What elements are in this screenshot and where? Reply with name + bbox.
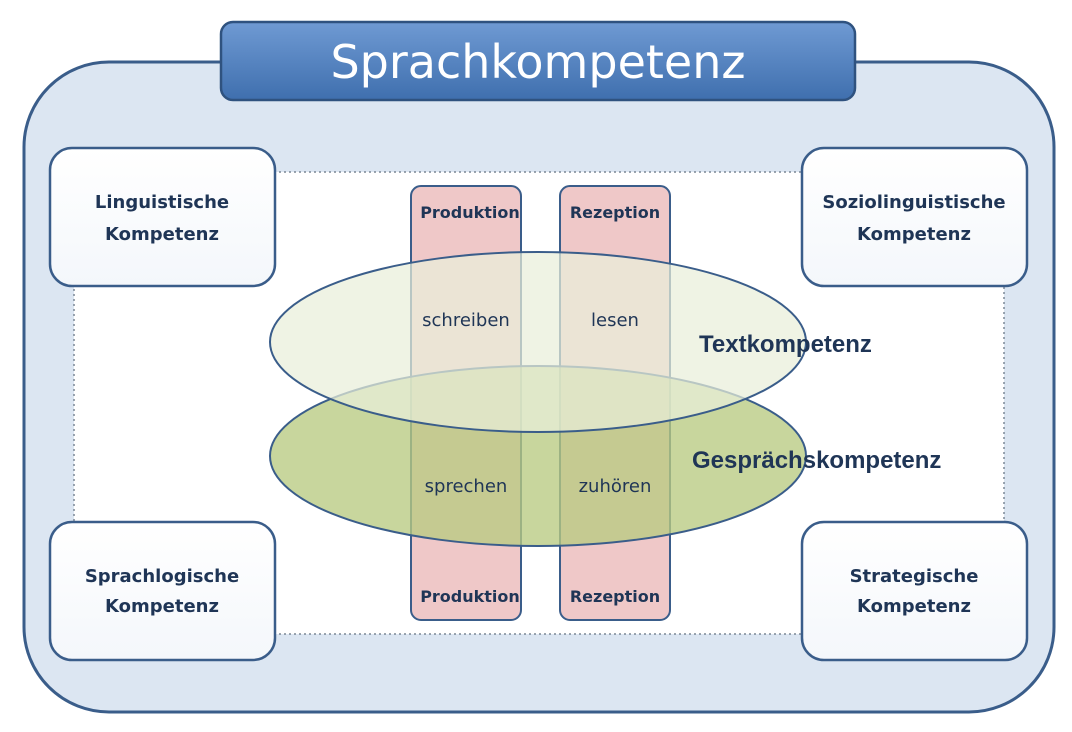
corner-label-line1: Sprachlogische <box>85 566 239 587</box>
ellipse-text <box>269 251 807 433</box>
corner-label-line2: Kompetenz <box>105 596 219 617</box>
column-label-left-top: Produktion <box>420 203 520 222</box>
title-text: Sprachkompetenz <box>330 35 745 89</box>
corner-label-line1: Strategische <box>850 566 979 587</box>
corner-label-line1: Soziolinguistische <box>822 192 1005 213</box>
activity-listen: zuhören <box>579 476 652 497</box>
corner-label-line2: Kompetenz <box>105 224 219 245</box>
corner-label-line1: Linguistische <box>95 192 229 213</box>
corner-label-line2: Kompetenz <box>857 224 971 245</box>
label-textkompetenz: Textkompetenz <box>699 331 872 358</box>
corner-label-line2: Kompetenz <box>857 596 971 617</box>
column-label-left-bottom: Produktion <box>420 587 520 606</box>
activity-write: schreiben <box>422 310 510 331</box>
corner-box-bottom-left: Sprachlogische Kompetenz <box>48 520 277 662</box>
corner-box-top-left: Linguistische Kompetenz <box>48 146 277 288</box>
corner-box-bottom-right: Strategische Kompetenz <box>800 520 1029 662</box>
activity-read: lesen <box>591 310 639 331</box>
corner-box-top-right: Soziolinguistische Kompetenz <box>800 146 1029 288</box>
column-label-right-top: Rezeption <box>570 203 660 222</box>
title-banner <box>219 20 857 102</box>
activity-speak: sprechen <box>425 476 508 497</box>
column-label-right-bottom: Rezeption <box>570 587 660 606</box>
label-gespraechskompetenz: Gesprächskompetenz <box>692 447 941 474</box>
